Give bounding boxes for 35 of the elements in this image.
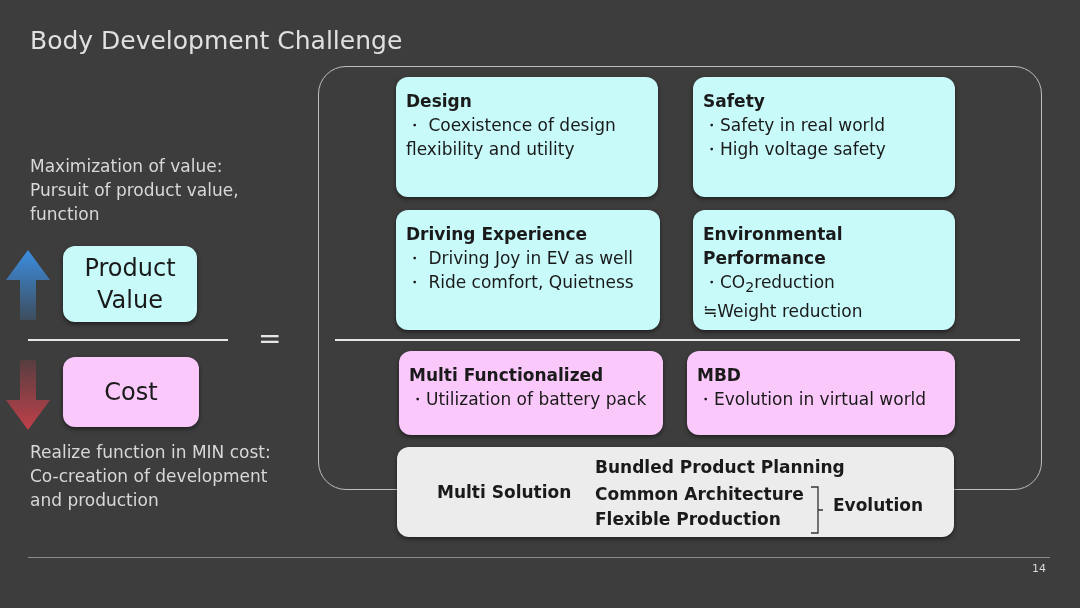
value-box [63,246,197,322]
category-card [397,447,954,537]
equals-sign: = [258,322,282,356]
solution-text: Evolution [833,494,924,517]
solution-text: Flexible Production [595,508,781,531]
card-heading: Safety [703,90,766,113]
value-box [63,357,199,427]
category-card [693,210,955,330]
category-card [693,77,955,197]
bullet-text: ・Evolution in virtual world [697,388,928,411]
bullet-text: ・ Driving Joy in EV as well [406,247,634,270]
card-heading: Driving Experience [406,223,589,246]
category-card [687,351,955,435]
box-label: Cost [103,377,159,408]
solution-text: Common Architecture [595,483,804,506]
card-heading: MBD [697,364,742,387]
card-heading: Multi Functionalized [409,364,605,387]
label-text: Maximization of value: Pursuit of product value, function [30,155,240,226]
category-card [399,351,663,435]
solution-text: Multi Solution [437,481,572,504]
category-card [396,77,658,197]
slide-title: Body Development Challenge [30,26,403,55]
bullet-text: ・High voltage safety [703,138,887,161]
solution-text: Bundled Product Planning [595,456,845,479]
bullet-text: ・CO$_{2}$reduction [703,271,836,298]
box-label: Product Value [83,253,177,316]
category-card [396,210,660,330]
bullet-text: ・ Coexistence of design flexibility and utility [406,114,617,161]
bullet-text: ・Safety in real world [703,114,887,137]
bullet-text: ・ Ride comfort, Quietness [406,271,635,294]
label-text: Realize function in MIN cost: Co-creation of development and production [30,441,272,512]
page-number: 14 [1032,562,1046,576]
bullet-text: ・Utilization of battery pack [409,388,648,411]
card-heading: Design [406,90,473,113]
bullet-text: ≒Weight reduction [703,300,864,324]
